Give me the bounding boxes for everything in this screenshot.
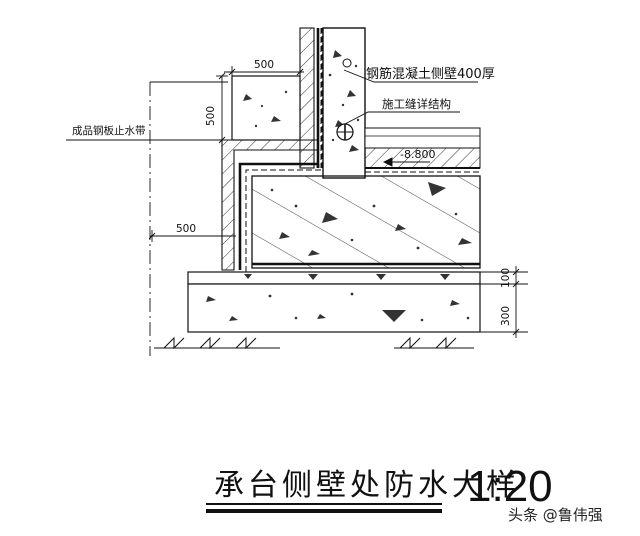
title-underline xyxy=(206,503,442,505)
pile-cap xyxy=(251,175,481,269)
wall-label: 钢筋混凝土侧壁400厚 xyxy=(366,66,495,82)
cushion-layers xyxy=(187,271,481,333)
construction-joint xyxy=(336,123,354,141)
elevation-label: -8.800 xyxy=(400,148,435,161)
waterstop-label: 成品钢板止水带 xyxy=(72,124,146,137)
floor-slab xyxy=(364,127,481,173)
dim-layer-300: 300 xyxy=(500,306,512,326)
watermark: 头条 @鲁伟强 xyxy=(508,506,603,524)
dim-top-height: 500 xyxy=(205,106,217,126)
leader-lines xyxy=(66,69,478,167)
drawing-title: 承台侧壁处防水大样 xyxy=(214,468,520,503)
drawing-scale: 1:20 xyxy=(467,462,553,511)
title-underline-thick xyxy=(206,509,442,513)
concrete-wall xyxy=(322,27,366,179)
joint-label: 施工缝详结构 xyxy=(382,97,451,111)
side-hatch-wall xyxy=(221,28,323,272)
dim-top-width: 500 xyxy=(254,59,274,71)
dimension-lines xyxy=(148,66,528,356)
dim-layer-100: 100 xyxy=(500,268,512,288)
top-concrete-block xyxy=(231,75,301,141)
dim-side-width: 500 xyxy=(176,223,196,235)
soil-symbol xyxy=(154,336,474,350)
